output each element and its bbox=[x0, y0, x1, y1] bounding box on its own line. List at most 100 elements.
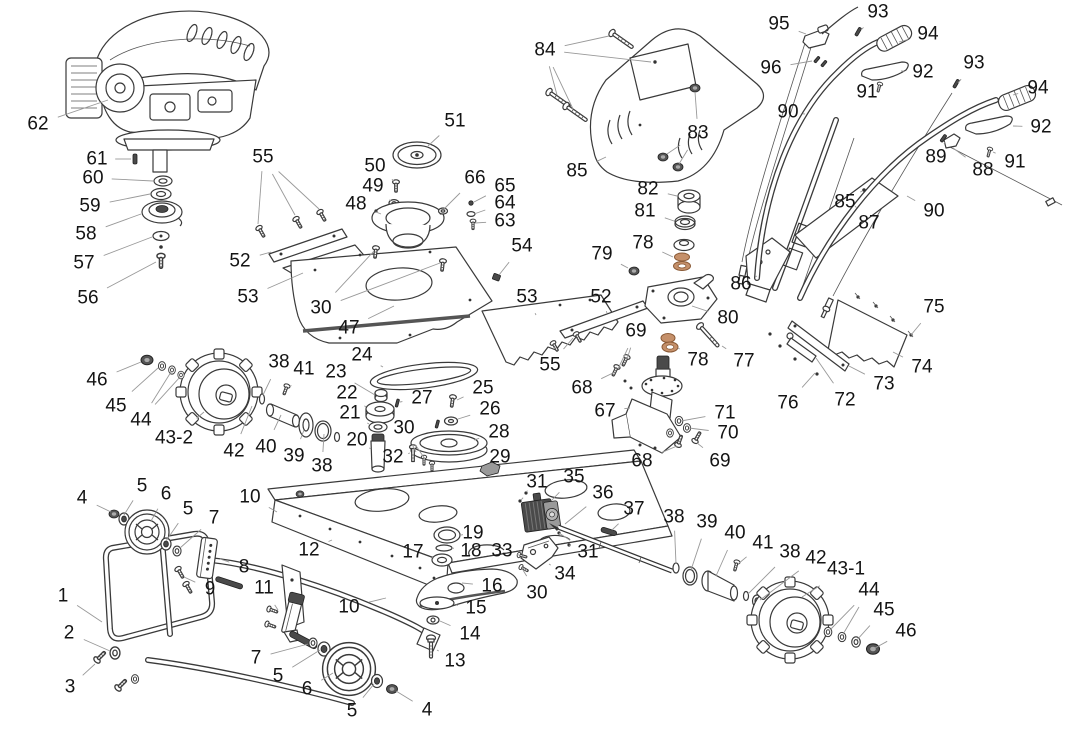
part-label-48: 48 bbox=[345, 194, 366, 215]
leader-line bbox=[273, 414, 282, 431]
part-label-23: 23 bbox=[325, 362, 346, 383]
part-label-65: 65 bbox=[494, 176, 515, 197]
part-label-18: 18 bbox=[460, 541, 481, 562]
part-label-78: 78 bbox=[687, 350, 708, 371]
leader-line bbox=[715, 549, 728, 577]
leader-line bbox=[364, 405, 367, 408]
transport-wheel-upper bbox=[108, 509, 243, 596]
part-label-64: 64 bbox=[494, 193, 516, 214]
leader-line bbox=[554, 346, 556, 350]
engine-cover-assembly bbox=[543, 27, 765, 183]
leader-line bbox=[267, 272, 304, 289]
part-label-41: 41 bbox=[752, 533, 773, 554]
leader-line bbox=[815, 357, 834, 384]
part-label-20: 20 bbox=[346, 430, 367, 451]
leader-line bbox=[179, 529, 202, 549]
part-label-96: 96 bbox=[760, 58, 781, 79]
leader-line bbox=[617, 347, 629, 370]
leader-line bbox=[992, 151, 996, 154]
leader-line bbox=[601, 371, 616, 380]
leader-line bbox=[278, 171, 320, 210]
part-label-62: 62 bbox=[27, 114, 48, 135]
leader-line bbox=[696, 442, 704, 449]
part-label-89: 89 bbox=[925, 147, 946, 168]
leader-line bbox=[910, 322, 922, 336]
leader-line bbox=[268, 507, 278, 513]
part-label-93: 93 bbox=[963, 53, 984, 74]
part-label-22: 22 bbox=[336, 383, 357, 404]
leader-line bbox=[116, 361, 142, 373]
belt-guard-plate bbox=[290, 244, 501, 344]
part-label-43-1: 43-1 bbox=[827, 559, 865, 580]
part-label-10: 10 bbox=[239, 487, 260, 508]
leader-line bbox=[380, 365, 384, 368]
leader-line bbox=[443, 192, 461, 210]
part-label-47: 47 bbox=[338, 318, 359, 339]
part-label-9: 9 bbox=[205, 579, 216, 600]
part-label-86: 86 bbox=[730, 274, 751, 295]
part-label-32: 32 bbox=[382, 447, 403, 468]
part-label-42: 42 bbox=[805, 548, 826, 569]
leader-line bbox=[737, 556, 747, 565]
part-label-75: 75 bbox=[923, 297, 944, 318]
leader-line bbox=[259, 251, 272, 256]
leader-line bbox=[427, 135, 440, 147]
leader-line bbox=[520, 497, 524, 501]
leader-line bbox=[105, 213, 142, 228]
leader-line bbox=[414, 444, 426, 460]
part-label-25: 25 bbox=[472, 378, 493, 399]
leader-line bbox=[165, 522, 179, 542]
leader-line bbox=[551, 491, 560, 501]
leader-line bbox=[552, 66, 574, 110]
leader-line bbox=[558, 532, 571, 541]
leader-line bbox=[691, 305, 709, 312]
leader-line bbox=[596, 156, 607, 163]
part-label-77: 77 bbox=[733, 351, 754, 372]
part-label-85: 85 bbox=[834, 192, 855, 213]
left-wheel-assembly bbox=[140, 348, 341, 443]
leader-line bbox=[568, 544, 572, 547]
part-label-73: 73 bbox=[873, 374, 894, 395]
leader-line bbox=[952, 147, 966, 158]
leader-line bbox=[662, 251, 674, 258]
depth-stake-parts bbox=[768, 292, 914, 376]
leader-line bbox=[664, 217, 675, 222]
part-label-42: 42 bbox=[223, 441, 244, 462]
leader-line bbox=[369, 447, 372, 450]
leader-line bbox=[798, 30, 807, 35]
part-label-58: 58 bbox=[75, 224, 96, 245]
leader-line bbox=[368, 597, 387, 603]
part-label-74: 74 bbox=[911, 357, 933, 378]
leader-line bbox=[240, 405, 253, 435]
part-label-90: 90 bbox=[777, 102, 798, 123]
part-label-6: 6 bbox=[161, 484, 172, 505]
part-label-2: 2 bbox=[64, 623, 75, 644]
part-label-52: 52 bbox=[229, 251, 250, 272]
leader-line bbox=[257, 171, 263, 225]
part-label-16: 16 bbox=[481, 576, 502, 597]
part-label-31: 31 bbox=[526, 472, 547, 493]
leader-line bbox=[677, 347, 680, 350]
part-label-91: 91 bbox=[856, 82, 877, 103]
part-label-49: 49 bbox=[362, 176, 383, 197]
leader-line bbox=[96, 504, 112, 513]
right-plate-hardware bbox=[481, 294, 649, 366]
part-label-14: 14 bbox=[459, 624, 481, 645]
part-label-85: 85 bbox=[566, 161, 587, 182]
part-label-67: 67 bbox=[594, 401, 615, 422]
engine-drawing bbox=[65, 10, 270, 173]
part-label-93: 93 bbox=[867, 2, 888, 23]
leader-line bbox=[183, 576, 196, 583]
leader-line bbox=[828, 604, 855, 632]
leader-line bbox=[196, 411, 205, 419]
part-label-5: 5 bbox=[137, 476, 148, 497]
leader-line bbox=[548, 66, 558, 96]
engine-shaft-parts bbox=[132, 153, 183, 269]
leader-line bbox=[674, 530, 677, 565]
part-label-41: 41 bbox=[293, 359, 314, 380]
part-label-29: 29 bbox=[489, 447, 510, 468]
part-label-59: 59 bbox=[79, 196, 100, 217]
leader-line bbox=[801, 585, 821, 598]
